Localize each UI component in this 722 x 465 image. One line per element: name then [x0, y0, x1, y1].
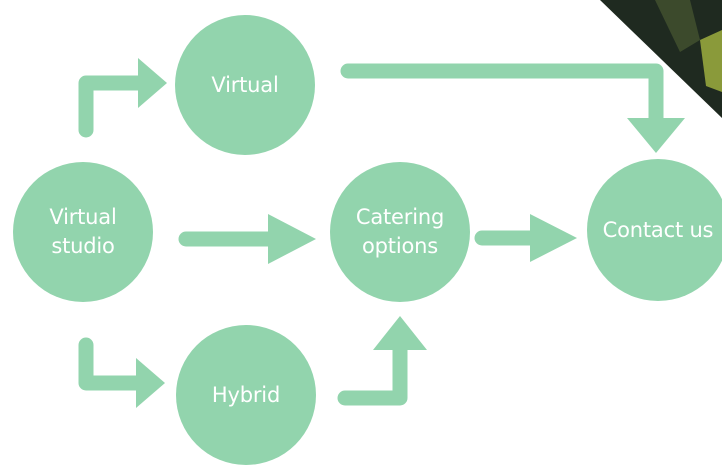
arrowhead-studio-to-hybrid	[136, 358, 165, 408]
arrow-hybrid-to-catering	[337, 340, 408, 406]
node-catering-line1: Catering	[355, 205, 445, 229]
arrowhead-studio-to-catering	[268, 214, 316, 264]
photo-corner-accent	[700, 30, 722, 92]
node-virtual-studio-text: Virtual studio	[49, 203, 116, 261]
arrowhead-virtual-to-contact	[627, 118, 685, 153]
node-virtual-studio: Virtual studio	[13, 162, 153, 302]
node-contact-us-label: Contact us	[602, 217, 714, 242]
node-contact-us: Contact us	[587, 159, 722, 301]
node-hybrid-label: Hybrid	[211, 382, 281, 407]
node-catering-options: Catering options	[330, 162, 470, 302]
arrowhead-catering-to-contact	[530, 214, 577, 262]
photo-corner	[600, 0, 722, 118]
node-hybrid: Hybrid	[176, 325, 316, 465]
arrow-studio-to-hybrid	[78, 337, 146, 391]
arrow-virtual-to-contact	[340, 63, 664, 128]
node-catering-options-text: Catering options	[356, 203, 444, 261]
node-virtual-studio-line2: studio	[51, 234, 115, 258]
node-virtual-studio-line1: Virtual	[49, 205, 117, 229]
node-virtual-label: Virtual	[211, 72, 279, 97]
arrowhead-hybrid-to-catering	[373, 316, 427, 350]
arrowhead-studio-to-virtual	[138, 58, 167, 108]
node-virtual: Virtual	[175, 15, 315, 155]
node-catering-line2: options	[362, 234, 438, 258]
arrow-studio-to-virtual	[78, 75, 148, 138]
photo-corner-highlight	[655, 0, 700, 52]
